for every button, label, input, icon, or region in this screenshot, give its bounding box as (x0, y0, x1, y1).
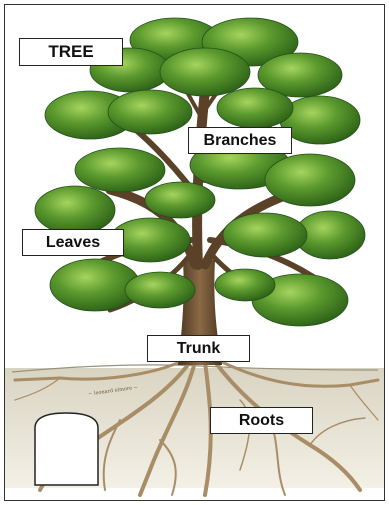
trunk-label: Trunk (147, 335, 250, 362)
branches-label: Branches (188, 127, 292, 154)
tree-title-label: TREE (19, 38, 123, 66)
roots-label: Roots (210, 407, 313, 434)
leaves-label: Leaves (22, 229, 124, 256)
